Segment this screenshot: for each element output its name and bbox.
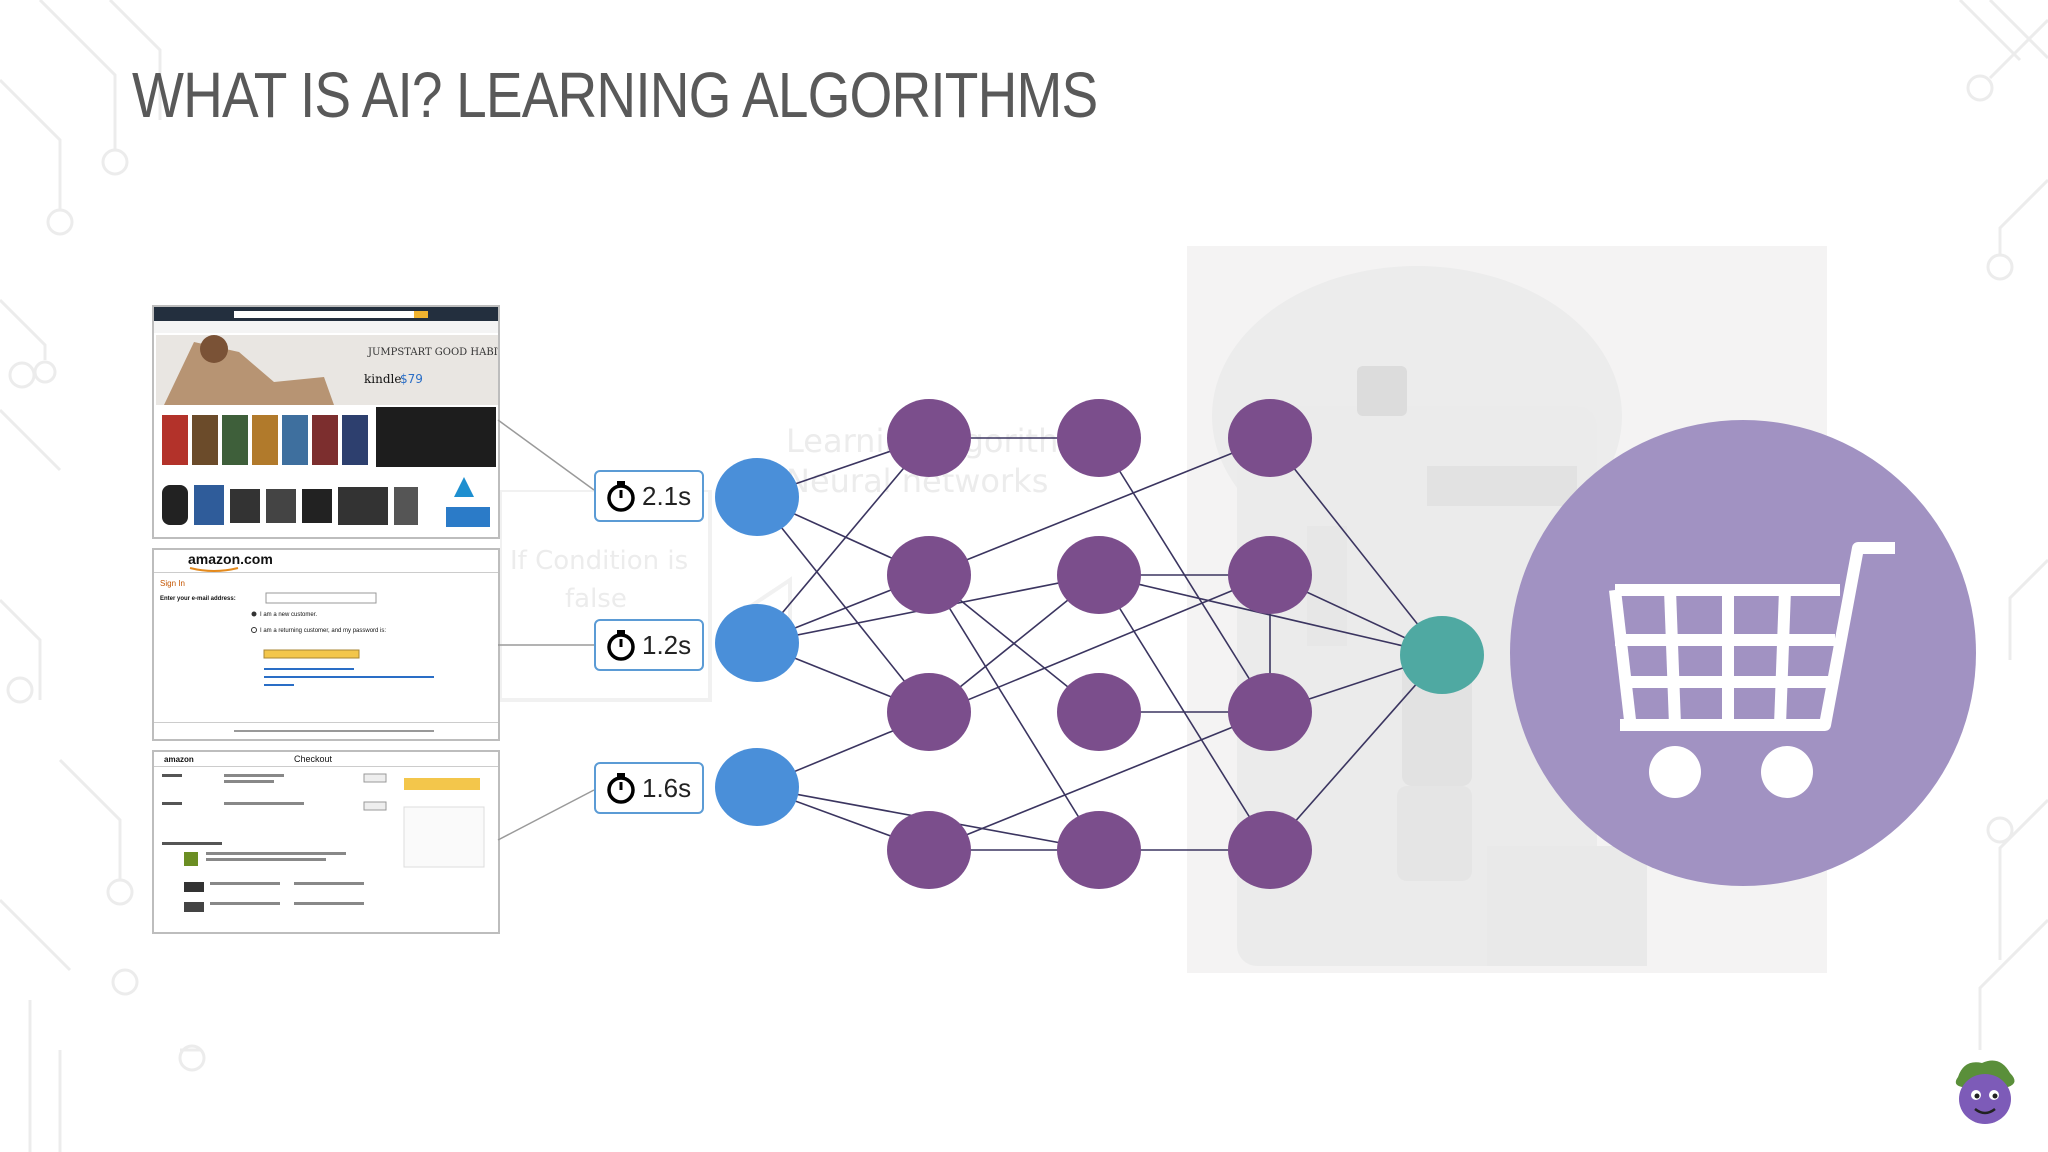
input-node-l0-1 [715,458,799,536]
signin-logo: amazon.com [188,551,273,567]
stopwatch-icon [607,773,635,804]
shopping-cart-icon [1609,542,1895,798]
signin-option-new: I am a new customer. [260,612,317,618]
hidden-node-l2-2 [1057,536,1141,614]
network-edge [928,437,1271,576]
network-edge [756,574,1271,788]
banner-text: JUMPSTART GOOD HABITS [367,347,500,358]
hidden-node-l3-1 [1228,399,1312,477]
ghost-condition-1: If Condition is [510,546,689,576]
slide-title: WHAT IS AI? LEARNING ALGORITHMS [132,59,1098,131]
network-edge [756,496,930,713]
signin-heading: Sign In [160,579,185,588]
network-edge [928,574,1100,851]
output-node-l4-1 [1400,616,1484,694]
network-edge [1269,437,1443,656]
mascot-icon [1955,1060,2015,1124]
network-edge [928,711,1271,851]
hidden-node-l3-3 [1228,673,1312,751]
hidden-node-l1-4 [887,811,971,889]
amazon-checkout-screenshot: amazon Checkout [152,750,500,934]
banner-price: $79 [400,372,423,386]
signin-option-returning: I am a returning customer, and my passwo… [260,628,386,634]
stopwatch-icon [607,481,635,512]
timer-value: 1.2s [642,629,692,660]
hidden-node-l1-3 [887,673,971,751]
amazon-signin-screenshot: amazon.com Sign In Enter your e-mail add… [152,548,500,741]
hidden-node-l2-3 [1057,673,1141,751]
checkout-heading: Checkout [294,754,333,764]
timer-label-1: 2.1s [594,470,704,522]
shopping-cart-circle [1510,420,1976,886]
timer-label-2: 1.2s [594,619,704,671]
network-edge [1269,654,1443,851]
stopwatch-icon [607,630,635,661]
network-edge [756,437,930,644]
input-node-l0-3 [715,748,799,826]
hidden-node-l3-4 [1228,811,1312,889]
signin-field-label: Enter your e-mail address: [160,596,236,602]
screenshot-connector-1 [497,419,595,491]
hidden-node-l2-4 [1057,811,1141,889]
timer-label-3: 1.6s [594,762,704,814]
ghost-condition-2: false [565,584,627,614]
banner-product: kindle [364,372,401,386]
checkout-logo: amazon [164,755,194,764]
hidden-node-l1-1 [887,399,971,477]
amazon-home-screenshot: JUMPSTART GOOD HABITS kindle $79 [152,305,500,539]
timer-value: 1.6s [642,772,692,803]
hidden-node-l2-1 [1057,399,1141,477]
hidden-node-l1-2 [887,536,971,614]
input-node-l0-2 [715,604,799,682]
timer-value: 2.1s [642,480,692,511]
screenshot-connector-3 [497,789,595,841]
hidden-node-l3-2 [1228,536,1312,614]
